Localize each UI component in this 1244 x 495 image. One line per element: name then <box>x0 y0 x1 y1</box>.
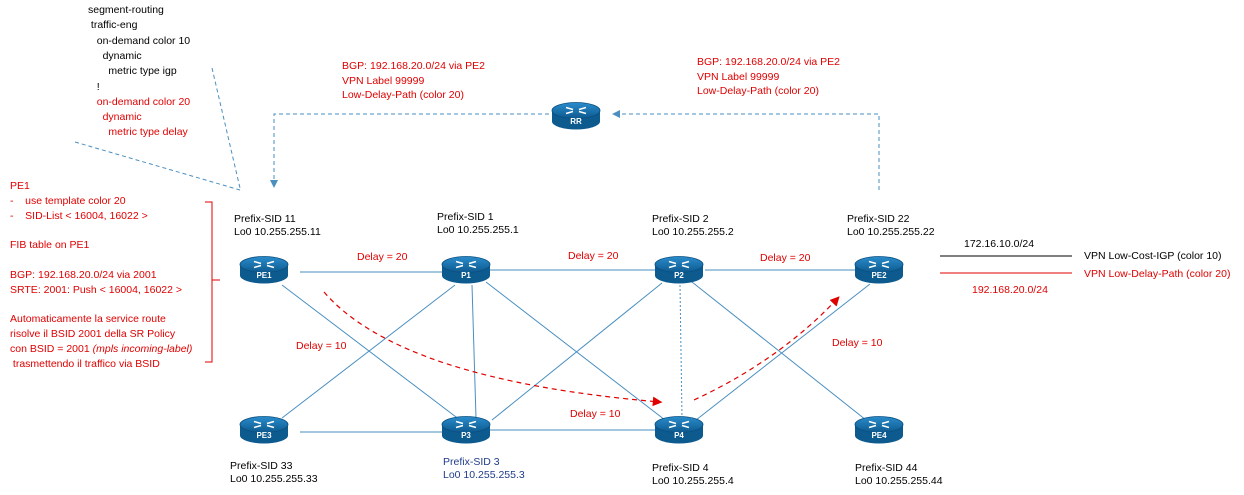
router-arrows-icon <box>253 260 275 269</box>
link-p1-pe3 <box>281 284 456 419</box>
link-p2-p4 <box>679 284 683 419</box>
p1-loopback: Lo0 10.255.255.1 <box>437 224 519 236</box>
bgpLeft-line: Low-Delay-Path (color 20) <box>342 89 464 101</box>
router-label: P3 <box>461 431 471 440</box>
router-label: PE3 <box>256 431 272 440</box>
pe3-loopback: Lo0 10.255.255.33 <box>230 473 318 485</box>
pe1-loopback: Lo0 10.255.255.11 <box>234 226 321 238</box>
router-p4: P4 <box>654 416 704 444</box>
router-pe3: PE3 <box>239 416 289 444</box>
links <box>281 269 871 433</box>
config-line: segment-routing <box>88 4 164 16</box>
router-label: P1 <box>461 271 471 280</box>
config-line: traffic-eng <box>88 19 138 32</box>
router-p1: P1 <box>441 256 491 284</box>
notes-bracket <box>205 201 220 363</box>
p4-loopback: Lo0 10.255.255.4 <box>652 475 734 487</box>
p4-sid: Prefix-SID 4 <box>652 462 709 474</box>
delay-p2-pe2: Delay = 20 <box>760 252 811 264</box>
bgpRight-line: VPN Label 99999 <box>697 70 780 83</box>
notes-line: PE1 <box>10 180 30 192</box>
config-line: on-demand color 20 <box>88 95 191 108</box>
vpn-low-cost-igp: VPN Low-Cost-IGP (color 10) <box>1084 250 1222 262</box>
p3-sid: Prefix-SID 3 <box>443 456 500 468</box>
notes-leader-line <box>74 141 241 191</box>
config-line: metric type delay <box>88 126 188 139</box>
router-label: RR <box>570 117 582 126</box>
router-arrows-icon <box>668 420 690 429</box>
router-label: PE4 <box>871 431 887 440</box>
router-label: PE1 <box>256 271 272 280</box>
delay-p4-pe2: Delay = 10 <box>832 337 883 349</box>
notes-line: BGP: 192.168.20.0/24 via 2001 <box>10 268 157 281</box>
router-pe1: PE1 <box>239 256 289 284</box>
pe4-loopback: Lo0 10.255.255.44 <box>855 475 943 487</box>
config-line: dynamic <box>88 111 142 124</box>
router-arrows-icon <box>868 420 890 429</box>
delay-prefix: 192.168.20.0/24 <box>972 284 1048 296</box>
link-pe2-p4 <box>695 283 871 421</box>
router-label: PE2 <box>871 271 887 280</box>
pe2-sid: Prefix-SID 22 <box>847 213 910 225</box>
config-line: dynamic <box>88 49 142 62</box>
router-p2: P2 <box>654 256 704 284</box>
link-p1-p4 <box>485 281 666 421</box>
bgpLeft-line: VPN Label 99999 <box>342 74 425 87</box>
p3-loopback: Lo0 10.255.255.3 <box>443 469 525 481</box>
notes-line: Automaticamente la service route <box>10 313 166 326</box>
delay-p1-p2: Delay = 20 <box>568 250 619 262</box>
p2-loopback: Lo0 10.255.255.2 <box>652 226 734 238</box>
bgpRight-line: BGP: 192.168.20.0/24 via PE2 <box>697 56 841 68</box>
router-arrows-icon <box>455 260 477 269</box>
link-p2-pe4 <box>691 281 867 421</box>
router-arrows-icon <box>668 260 690 269</box>
bgp-sessions <box>74 67 880 191</box>
igp-prefix: 172.16.10.0/24 <box>964 238 1035 250</box>
bgpLeft-line: BGP: 192.168.20.0/24 via PE2 <box>342 60 486 72</box>
bgp-session-pe2-rr <box>612 110 880 190</box>
sr-policy-path-p4-pe2 <box>693 296 840 401</box>
bgpRight-line: Low-Delay-Path (color 20) <box>697 85 819 97</box>
notes-line: FIB table on PE1 <box>10 239 90 252</box>
link-pe1-p3 <box>281 284 461 421</box>
bgp-session-rr-pe1 <box>270 113 556 188</box>
config-line: metric type igp <box>88 65 177 78</box>
delay-pe1-p3: Delay = 10 <box>296 340 347 352</box>
router-pe4: PE4 <box>854 416 904 444</box>
router-arrows-icon <box>253 420 275 429</box>
notes-line: risolve il BSID 2001 della SR Policy <box>10 328 176 340</box>
router-arrows-icon <box>565 106 587 115</box>
delay-p3-p4: Delay = 10 <box>570 408 621 420</box>
router-arrows-icon <box>455 420 477 429</box>
router-label: P4 <box>674 431 684 440</box>
router-arrows-icon <box>868 260 890 269</box>
delay-pe1-p1: Delay = 20 <box>357 251 408 263</box>
config-leader-line <box>211 67 241 189</box>
notes-line: - use template color 20 <box>10 194 126 207</box>
pe3-sid: Prefix-SID 33 <box>230 460 293 472</box>
p2-sid: Prefix-SID 2 <box>652 213 709 225</box>
router-pe2: PE2 <box>854 256 904 284</box>
link-p2-p3 <box>491 282 663 421</box>
pe4-sid: Prefix-SID 44 <box>855 462 918 474</box>
pe2-loopback: Lo0 10.255.255.22 <box>847 226 935 238</box>
notes-line: - SID-List < 16004, 16022 > <box>10 209 148 222</box>
notes-line: SRTE: 2001: Push < 16004, 16022 > <box>10 283 183 296</box>
p1-sid: Prefix-SID 1 <box>437 211 494 223</box>
link-p1-p3 <box>471 284 477 419</box>
notes-line: con BSID = 2001 (mpls incoming-label) <box>10 342 193 355</box>
router-label: P2 <box>674 271 684 280</box>
router-p3: P3 <box>441 416 491 444</box>
config-line: on-demand color 10 <box>88 34 191 47</box>
notes-line: trasmettendo il traffico via BSID <box>10 357 160 370</box>
router-rr: RR <box>551 102 601 130</box>
config-line: ! <box>88 80 100 93</box>
pe1-sid: Prefix-SID 11 <box>234 213 296 225</box>
vpn-low-delay-path: VPN Low-Delay-Path (color 20) <box>1084 268 1231 280</box>
